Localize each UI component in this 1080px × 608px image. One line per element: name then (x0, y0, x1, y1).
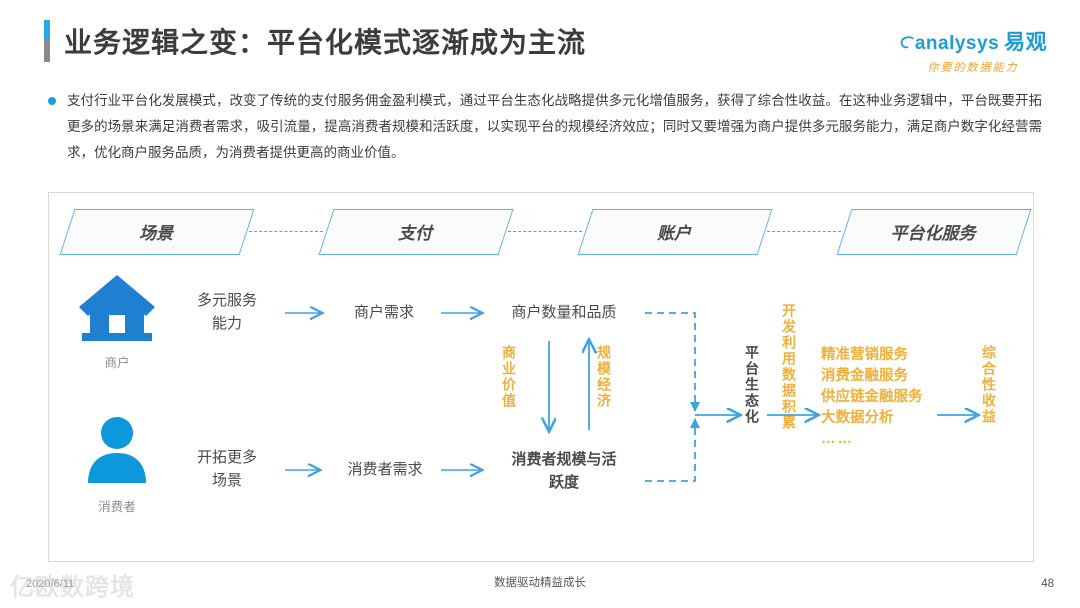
merchant-result-label: 商户数量和品质 (511, 304, 617, 321)
comprehensive-income-label: 综合性收益 (981, 345, 997, 425)
business-value-label: 商业价值 (501, 345, 517, 409)
diagram-container: 场景 支付 账户 平台化服务 商户 消费者 (48, 192, 1034, 562)
actor-consumer: 消费者 (71, 415, 163, 515)
stage-connector-2 (767, 231, 841, 232)
actor-consumer-caption: 消费者 (98, 500, 136, 514)
title-accent-bar (44, 20, 50, 62)
service-item-0: 精准营销服务 (821, 347, 908, 363)
footer-date: 2020/6/11 (26, 578, 75, 590)
footer-page-number: 48 (1041, 578, 1054, 590)
service-item-1: 消费金融服务 (821, 368, 908, 384)
page-title: 业务逻辑之变：平台化模式逐渐成为主流 (44, 20, 586, 62)
title-text: 业务逻辑之变：平台化模式逐渐成为主流 (64, 27, 587, 58)
footer-center-text: 数据驱动精益成长 (494, 577, 586, 589)
stage-connector-1 (508, 231, 582, 232)
house-icon (79, 275, 155, 341)
stage-connector-0 (249, 231, 323, 232)
consumer-demand-label: 消费者需求 (347, 461, 423, 478)
analysys-mark-icon (900, 36, 914, 49)
service-item-4: …… (821, 431, 854, 447)
merchant-demand-label: 商户需求 (353, 304, 414, 321)
data-accumulation-label: 开发利用数据积累 (781, 303, 797, 431)
stage-label-2: 账户 (657, 223, 691, 243)
bullet-dot-icon (48, 97, 56, 105)
service-list: 精准营销服务 消费金融服务 供应链金融服务 大数据分析 …… (821, 345, 923, 450)
actor-merchant: 商户 (71, 271, 163, 371)
person-icon (88, 417, 146, 483)
logo-main-text: analysys (914, 33, 1000, 54)
scale-economy-label: 规模经济 (596, 345, 612, 409)
stage-label-3: 平台化服务 (890, 223, 976, 243)
stage-label-0: 场景 (139, 223, 173, 243)
logo-main-cn: 易观 (1004, 31, 1048, 54)
consumer-result-label: 消费者规模与活 跃度 (511, 451, 617, 491)
logo-tagline: 你要的数据能力 (927, 62, 1019, 74)
service-item-3: 大数据分析 (821, 410, 894, 426)
service-item-2: 供应链金融服务 (821, 389, 923, 405)
consumer-capability-label: 开拓更多 场景 (196, 449, 257, 489)
paragraph-text: 支付行业平台化发展模式，改变了传统的支付服务佣金盈利模式，通过平台生态化战略提供… (67, 93, 1042, 160)
stage-label-1: 支付 (398, 223, 432, 243)
actor-merchant-caption: 商户 (104, 356, 130, 370)
watermark: 亿欧数跨境 (10, 574, 135, 601)
merchant-capability-label: 多元服务 能力 (196, 292, 257, 332)
platform-ecology-label: 平台生态化 (744, 345, 760, 425)
body-paragraph: 支付行业平台化发展模式，改变了传统的支付服务佣金盈利模式，通过平台生态化战略提供… (48, 88, 1048, 166)
